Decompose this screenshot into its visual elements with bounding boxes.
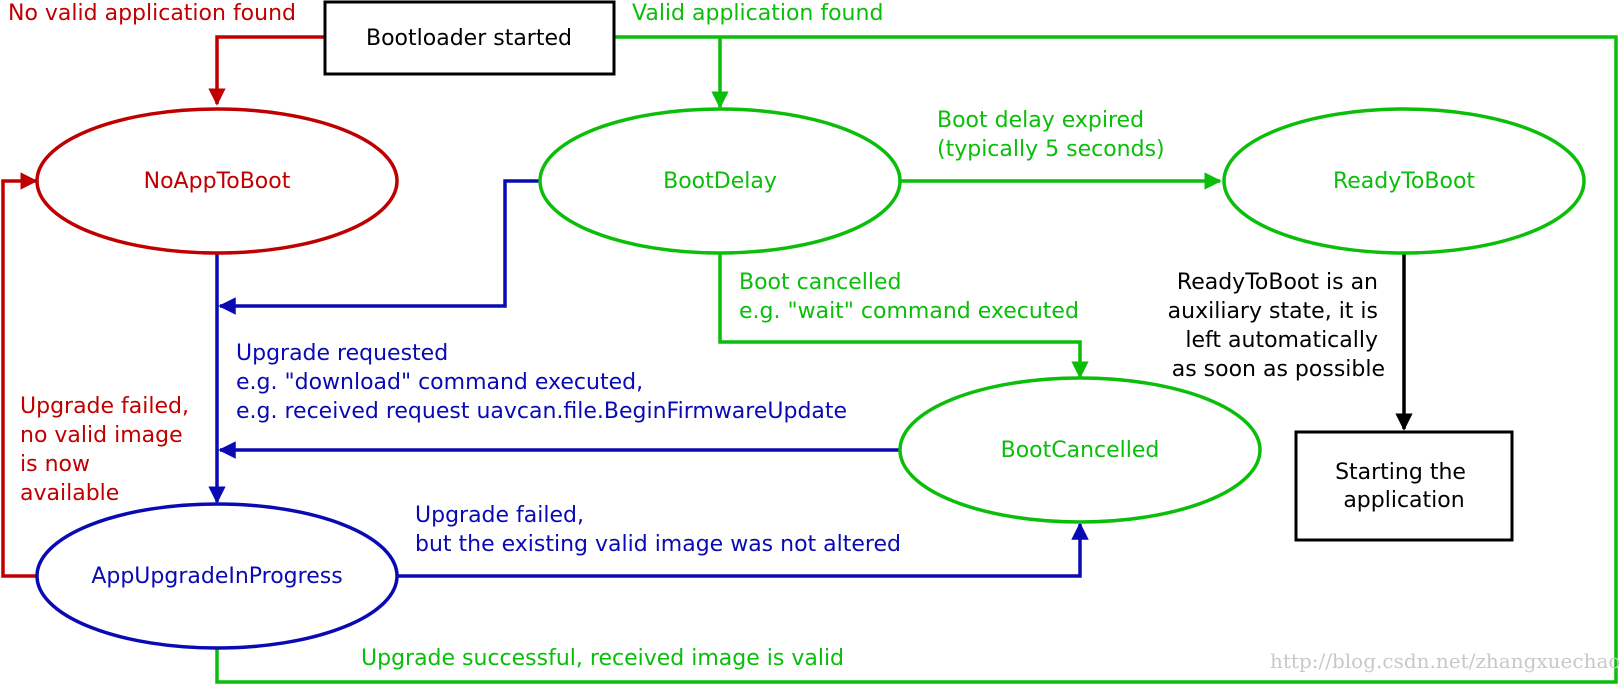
label-upgrade-failed-no-image-line-4: available <box>20 481 119 506</box>
node-starting-application-line-1: Starting the <box>1335 460 1466 485</box>
label-boot-cancelled: Boot cancelled e.g. "wait" command execu… <box>739 270 1079 324</box>
node-bootloader-started-label: Bootloader started <box>366 26 572 51</box>
node-no-app-to-boot-label: NoAppToBoot <box>144 169 291 194</box>
edge-no-valid-app <box>208 35 325 106</box>
node-bootloader-started: Bootloader started <box>323 0 616 76</box>
label-upgrade-failed-not-altered-line-1: Upgrade failed, <box>415 503 584 528</box>
node-starting-application-line-2: application <box>1343 488 1464 513</box>
node-ready-to-boot: ReadyToBoot <box>1222 107 1586 255</box>
node-boot-cancelled-label: BootCancelled <box>1001 438 1160 463</box>
edge-upgrade-failed-no-image <box>1 172 38 578</box>
node-boot-delay-label: BootDelay <box>663 169 777 194</box>
label-boot-cancelled-line-2: e.g. "wait" command executed <box>739 299 1079 324</box>
label-upgrade-failed-not-altered: Upgrade failed, but the existing valid i… <box>415 503 901 557</box>
edge-upgrade-failed-not-altered <box>397 522 1089 578</box>
label-upgrade-successful: Upgrade successful, received image is va… <box>361 646 844 671</box>
label-upgrade-requested: Upgrade requested e.g. "download" comman… <box>236 341 847 424</box>
label-no-valid-app: No valid application found <box>8 1 296 26</box>
label-boot-cancelled-line-1: Boot cancelled <box>739 270 902 295</box>
edge-boot-cancelled <box>718 253 1089 379</box>
node-boot-delay: BootDelay <box>538 107 902 255</box>
label-upgrade-requested-line-1: Upgrade requested <box>236 341 448 366</box>
watermark: http://blog.csdn.net/zhangxuechao_ <box>1270 649 1621 673</box>
node-starting-application-label: Starting the application <box>1335 460 1473 513</box>
label-ready-note-line-1: ReadyToBoot is an <box>1177 270 1378 295</box>
label-boot-delay-expired: Boot delay expired (typically 5 seconds) <box>937 108 1165 162</box>
label-boot-delay-expired-line-1: Boot delay expired <box>937 108 1144 133</box>
node-ready-to-boot-label: ReadyToBoot <box>1333 169 1475 194</box>
node-no-app-to-boot: NoAppToBoot <box>35 107 399 255</box>
label-ready-note-line-2: auxiliary state, it is <box>1168 299 1378 324</box>
label-ready-note-line-4: as soon as possible <box>1172 357 1385 382</box>
edge-bootdelay-upgrade-requested <box>218 179 540 315</box>
node-app-upgrade-in-progress-label: AppUpgradeInProgress <box>91 564 342 589</box>
label-upgrade-requested-line-3: e.g. received request uavcan.file.BeginF… <box>236 399 847 424</box>
edge-valid-app <box>215 35 1618 684</box>
label-ready-note-line-3: left automatically <box>1185 328 1378 353</box>
label-upgrade-requested-line-2: e.g. "download" command executed, <box>236 370 643 395</box>
node-boot-cancelled: BootCancelled <box>898 376 1262 524</box>
label-ready-note: ReadyToBoot is an auxiliary state, it is… <box>1168 270 1385 382</box>
label-upgrade-failed-no-image: Upgrade failed, no valid image is now av… <box>20 394 196 506</box>
node-starting-application: Starting the application <box>1294 430 1514 542</box>
node-app-upgrade-in-progress: AppUpgradeInProgress <box>35 502 399 650</box>
label-valid-app: Valid application found <box>632 1 883 26</box>
label-upgrade-failed-no-image-line-3: is now <box>20 452 90 477</box>
label-boot-delay-expired-line-2: (typically 5 seconds) <box>937 137 1165 162</box>
label-upgrade-failed-not-altered-line-2: but the existing valid image was not alt… <box>415 532 901 557</box>
label-upgrade-failed-no-image-line-2: no valid image <box>20 423 183 448</box>
label-upgrade-failed-no-image-line-1: Upgrade failed, <box>20 394 189 419</box>
